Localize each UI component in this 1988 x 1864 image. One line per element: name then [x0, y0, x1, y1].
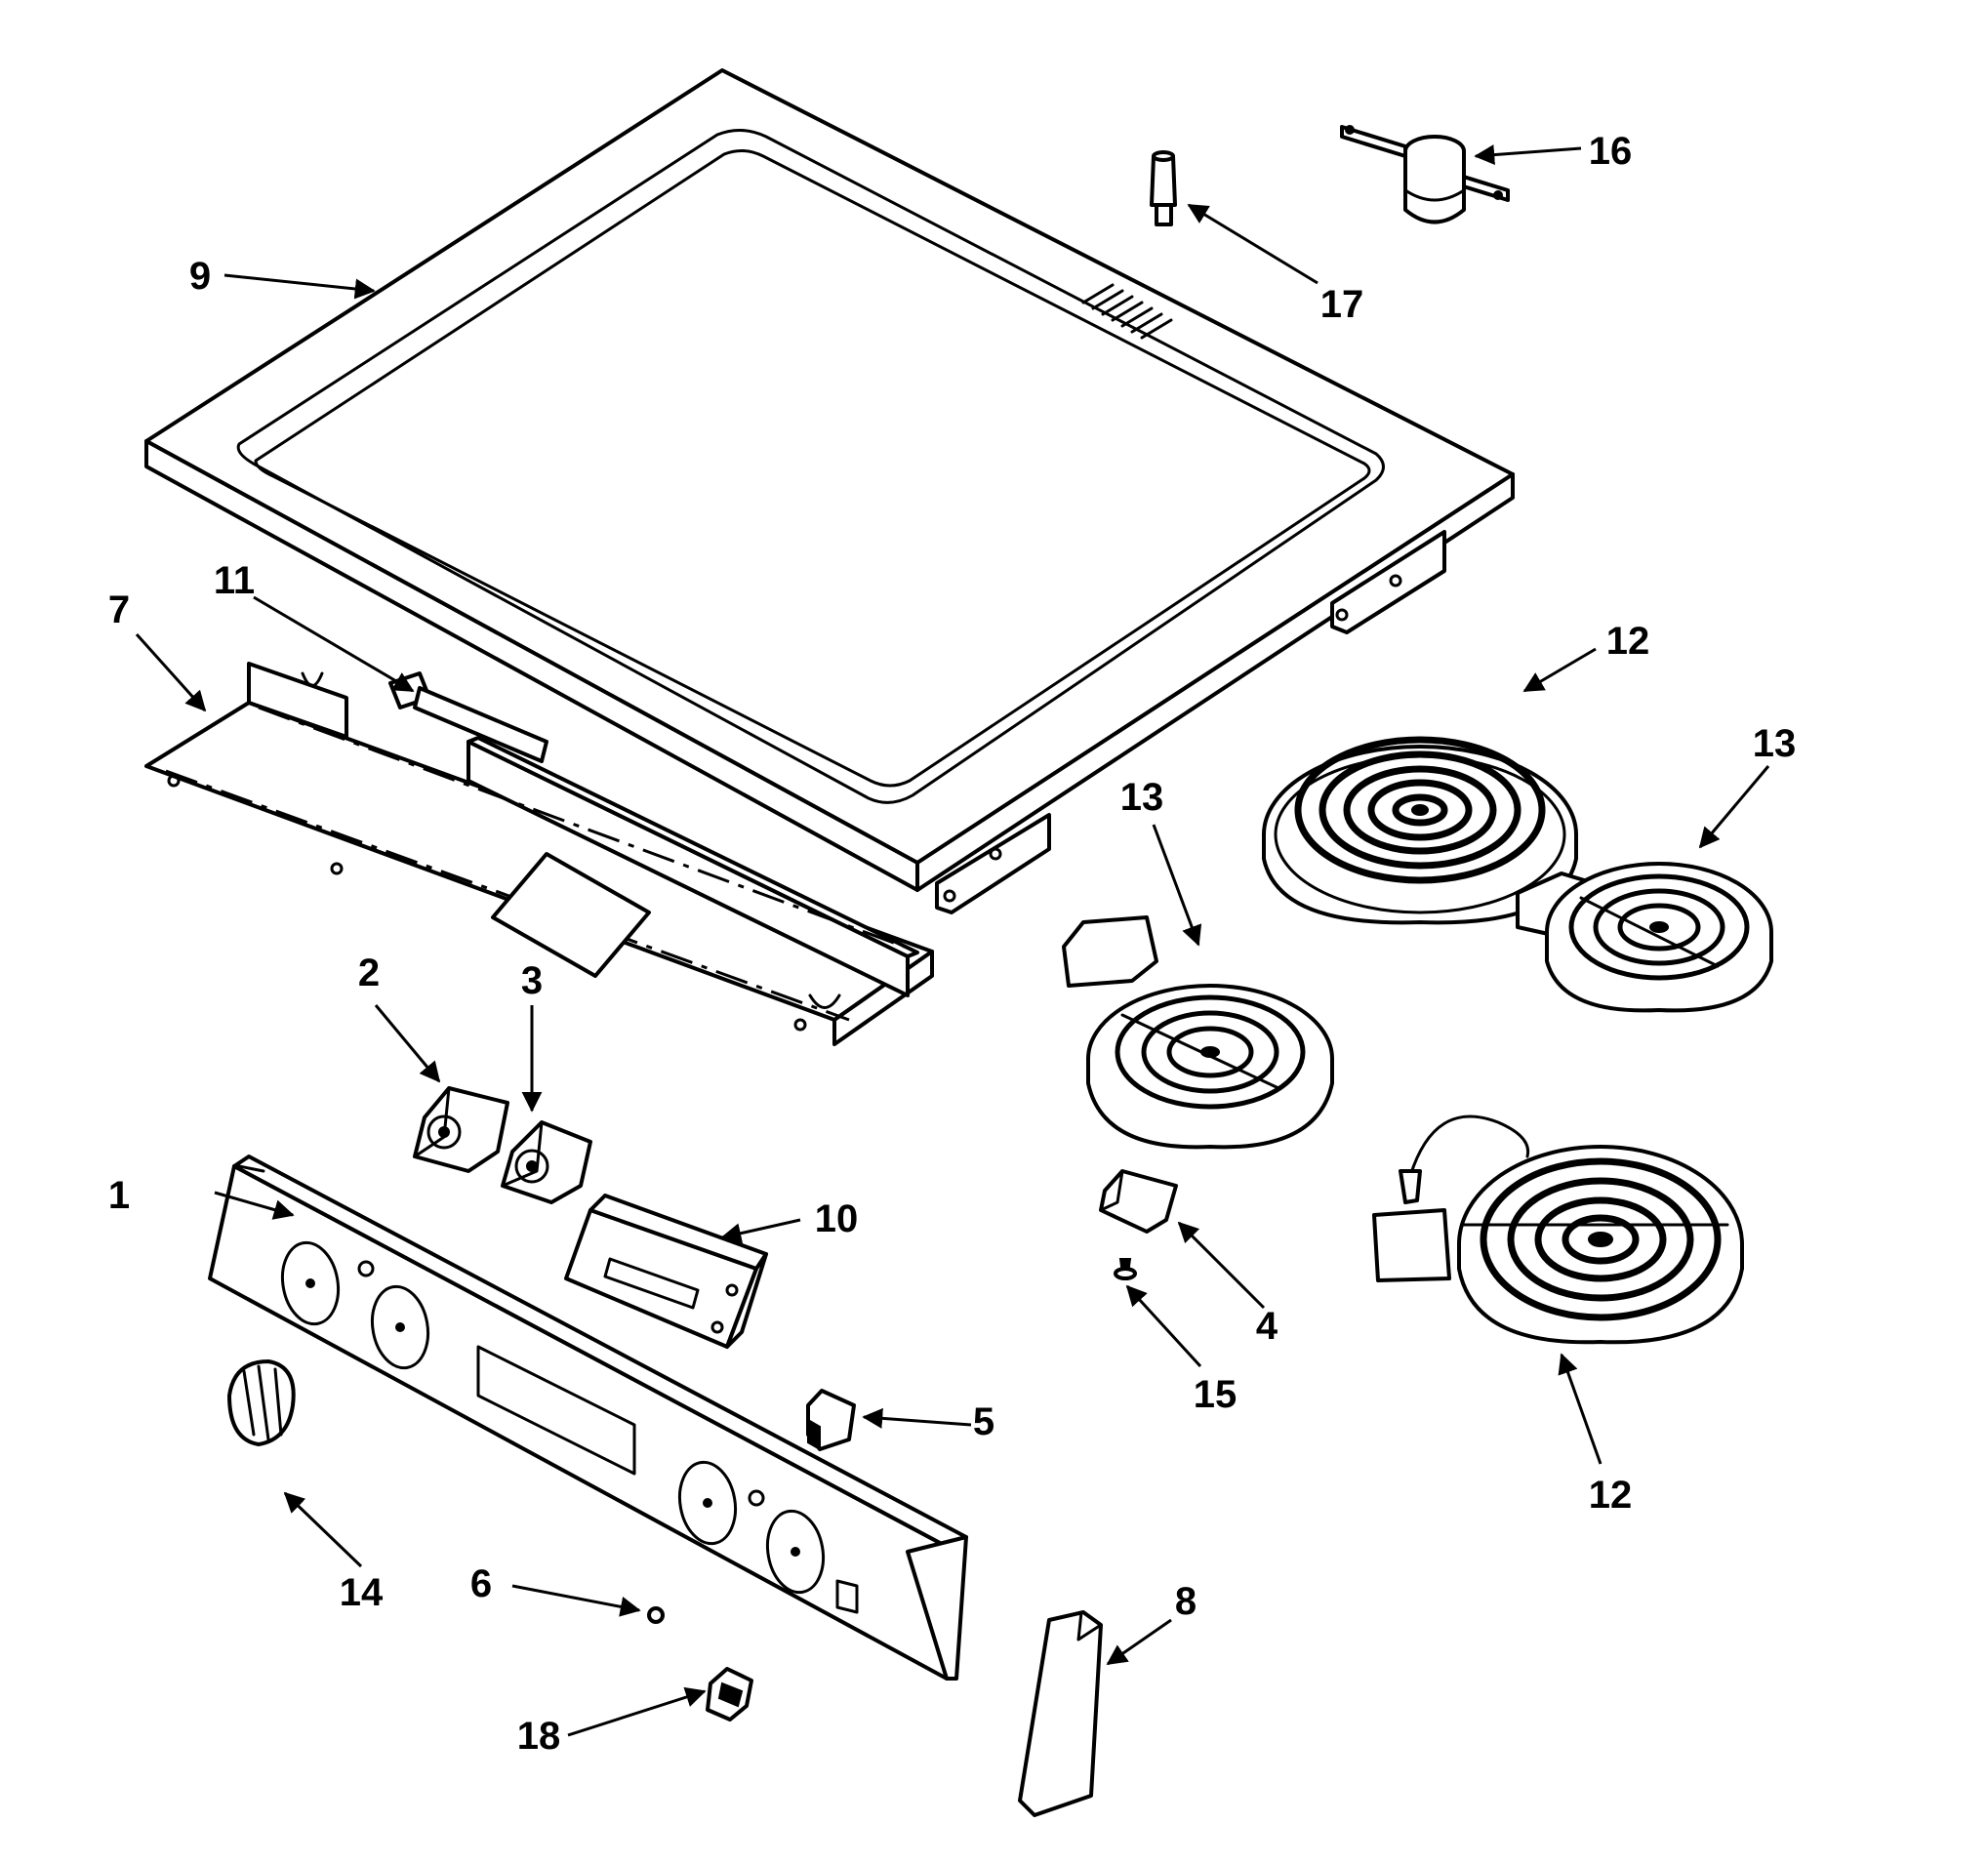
- thermostat-part-16: [1340, 125, 1510, 224]
- mounting-screw: [1114, 1258, 1137, 1280]
- infinite-switch-3: [501, 1120, 592, 1204]
- sensor-part-17: [1150, 150, 1177, 226]
- callout-14: 14: [340, 1571, 384, 1614]
- lamp-part-6: [647, 1606, 665, 1624]
- callout-16: 16: [1589, 130, 1633, 173]
- vent-slots: [1081, 283, 1173, 340]
- callout-1: 1: [108, 1174, 130, 1217]
- callout-7: 7: [108, 588, 130, 631]
- callout-2: 2: [358, 952, 380, 994]
- control-panel-bracket: [144, 662, 934, 1046]
- callout-3: 3: [521, 959, 543, 1002]
- clock-timer: [564, 1194, 768, 1349]
- callout-9: 9: [189, 255, 211, 298]
- large-surface-element-bottom: [1372, 1114, 1744, 1345]
- callout-12-top: 12: [1606, 620, 1650, 663]
- control-panel: [208, 1155, 968, 1681]
- small-surface-element-left: [1062, 915, 1334, 1150]
- end-cap: [1018, 1610, 1103, 1817]
- callout-17: 17: [1320, 283, 1364, 326]
- callout-13-right: 13: [1753, 722, 1797, 765]
- infinite-switch-2: [413, 1086, 509, 1173]
- callout-15: 15: [1194, 1373, 1237, 1416]
- callout-labels: 1 2 3 4 5 6 7 8 9 10 11 12 12 13 13 14 1…: [108, 130, 1796, 1758]
- callout-5: 5: [973, 1400, 994, 1443]
- callout-4: 4: [1256, 1305, 1278, 1348]
- callout-18: 18: [517, 1715, 561, 1758]
- receptacle-clip: [1099, 1169, 1178, 1234]
- callout-13-left: 13: [1120, 776, 1164, 819]
- callout-8: 8: [1175, 1580, 1197, 1623]
- callout-12-bottom: 12: [1589, 1474, 1633, 1517]
- cooktop-main-top: [144, 68, 1515, 914]
- leader-lines: [135, 144, 1770, 1737]
- callout-11: 11: [214, 559, 255, 602]
- large-surface-element-top: [1262, 736, 1578, 925]
- rocker-switch: [706, 1667, 753, 1722]
- callout-10: 10: [815, 1197, 859, 1240]
- callout-6: 6: [470, 1562, 492, 1605]
- signal-light: [806, 1389, 856, 1451]
- control-knob: [227, 1359, 296, 1446]
- small-surface-element-right: [1516, 862, 1773, 1013]
